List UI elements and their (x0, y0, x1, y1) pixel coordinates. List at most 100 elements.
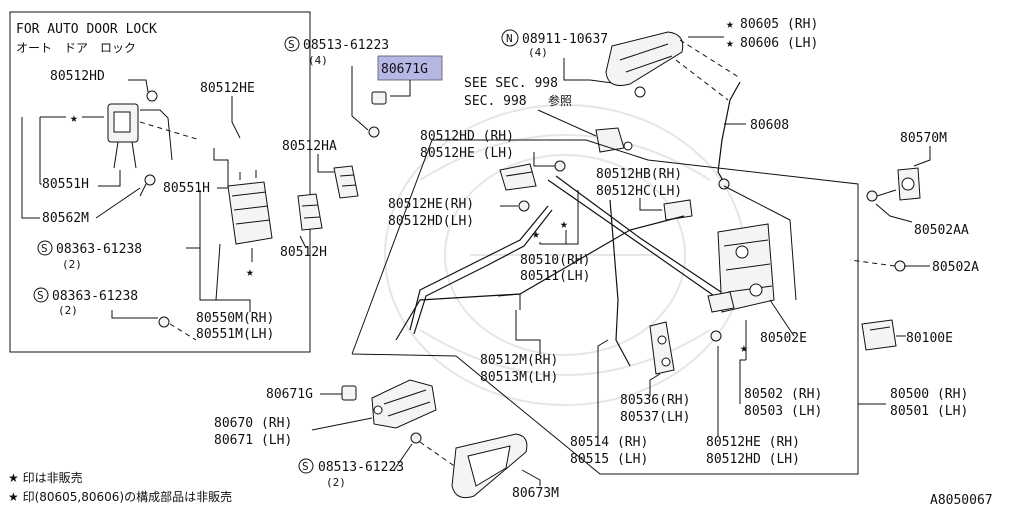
label-80671G-bot: 80671G (266, 387, 313, 402)
star-mark-5: ★ (560, 217, 568, 232)
label-80512H: 80512H (280, 245, 327, 260)
s-symbol-1: S (41, 242, 48, 255)
rod-80536 (609, 199, 631, 367)
connector-part (663, 199, 693, 221)
label-80511: 80511(LH) (520, 269, 590, 284)
label-80608: 80608 (750, 118, 789, 133)
label-08513-bot: 08513-61223 (318, 460, 404, 475)
label-80500: 80500 (RH) (890, 387, 968, 402)
n-circle (501, 29, 519, 47)
inside-handle-part (861, 319, 897, 351)
label-80512HE-lh: 80512HE (LH) (420, 146, 514, 161)
key-cylinder-part (595, 127, 633, 153)
label-80502: 80502 (RH) (744, 387, 822, 402)
label-80501: 80501 (LH) (890, 404, 968, 419)
label-80502E: 80502E (760, 331, 807, 346)
bushing-part (297, 193, 323, 231)
label-08911: 08911-10637 (522, 32, 608, 47)
rod-clip (718, 178, 730, 190)
label-80512HD-inset: 80512HD (50, 69, 105, 84)
label-80512HE-rh2: 80512HE (RH) (706, 435, 800, 450)
bolt-part (894, 260, 906, 272)
control-unit-part (227, 170, 273, 245)
label-80514: 80514 (RH) (570, 435, 648, 450)
star-mark-6: ★ (532, 227, 540, 242)
label-08363-2-qty: (2) (58, 304, 78, 317)
label-80536: 80536(RH) (620, 393, 690, 408)
label-80673M: 80673M (512, 486, 559, 501)
screw-part (144, 174, 156, 186)
label-08363-2: 08363-61238 (52, 289, 138, 304)
grommet-part (866, 190, 878, 202)
rod-80608 (717, 81, 741, 183)
label-80537: 80537(LH) (620, 410, 690, 425)
s-circle-3 (284, 36, 300, 52)
label-80551H-b: 80551H (163, 181, 210, 196)
label-80550M: 80550M(RH) (196, 311, 274, 326)
s-circle-2 (33, 287, 49, 303)
label-80512HE-inset: 80512HE (200, 81, 255, 96)
inside-handle-assy-part (371, 379, 437, 429)
label-80606: 80606 (LH) (740, 36, 818, 51)
s-circle-1 (37, 240, 53, 256)
inset-title: FOR AUTO DOOR LOCK (16, 22, 157, 37)
footnote-1: ★ 印は非販売 (8, 470, 83, 485)
s-symbol-3: S (288, 38, 295, 51)
s-symbol-4: S (302, 460, 309, 473)
star-mark-4: ★ (726, 36, 734, 51)
label-sec-ref-jp: 参照 (548, 93, 572, 108)
screw-part-3 (368, 126, 380, 138)
label-80512HB-rh: 80512HB(RH) (596, 167, 682, 182)
label-80510: 80510(RH) (520, 253, 590, 268)
label-08363-1: 08363-61238 (56, 242, 142, 257)
label-80502AA: 80502AA (914, 223, 969, 238)
label-80512HC-lh: 80512HC(LH) (596, 184, 682, 199)
label-08513-top-qty: (4) (308, 54, 328, 67)
label-80551M: 80551M(LH) (196, 327, 274, 342)
label-80671G-top[interactable]: 80671G (381, 62, 428, 77)
clip-part (371, 91, 387, 105)
label-80512HD-lh: 80512HD(LH) (388, 214, 474, 229)
door-frame-outline (351, 139, 859, 475)
label-sec-ref: SEC. 998 (464, 94, 527, 109)
label-08363-1-qty: (2) (62, 258, 82, 271)
label-see-sec: SEE SEC. 998 (464, 76, 558, 91)
label-80605: 80605 (RH) (740, 17, 818, 32)
n-symbol: N (506, 32, 513, 45)
label-80512HE-rh: 80512HE(RH) (388, 197, 474, 212)
inset-frame (9, 11, 311, 353)
door-lock-assembly-part (707, 223, 775, 313)
auto-door-lock-inset: FOR AUTO DOOR LOCK オート ドア ロック 80512HD 80… (9, 11, 311, 353)
screw-part-4 (410, 432, 422, 444)
label-80512HD-lh2: 80512HD (LH) (706, 452, 800, 467)
label-80512M: 80512M(RH) (480, 353, 558, 368)
label-08911-qty: (4) (528, 46, 548, 59)
rod-80514 (547, 179, 721, 301)
star-mark-3: ★ (726, 17, 734, 32)
star-mark-7: ★ (740, 341, 748, 356)
star-mark: ★ (70, 111, 78, 126)
outside-handle-part (605, 31, 684, 98)
switch-part (897, 167, 921, 201)
label-80502A: 80502A (932, 260, 979, 275)
label-80562M: 80562M (42, 211, 89, 226)
label-80671: 80671 (LH) (214, 433, 292, 448)
label-80670: 80670 (RH) (214, 416, 292, 431)
inset-title-jp: オート ドア ロック (16, 41, 136, 55)
label-80551H-a: 80551H (42, 177, 89, 192)
label-80570M: 80570M (900, 131, 947, 146)
label-80100E: 80100E (906, 331, 953, 346)
lock-knob-part (333, 165, 359, 199)
label-08513-top: 08513-61223 (303, 38, 389, 53)
bell-crank-part (499, 163, 537, 191)
actuator-part (107, 90, 173, 169)
label-80515: 80515 (LH) (570, 452, 648, 467)
footnote-2: ★ 印(80605,80606)の構成部品は非販売 (8, 489, 232, 504)
clip-part-2 (554, 160, 566, 172)
s-symbol-2: S (37, 289, 44, 302)
clip-part-3 (518, 200, 530, 212)
clip-part-4 (710, 330, 722, 342)
link-part (649, 321, 675, 375)
label-80512HD-rh: 80512HD (RH) (420, 129, 514, 144)
